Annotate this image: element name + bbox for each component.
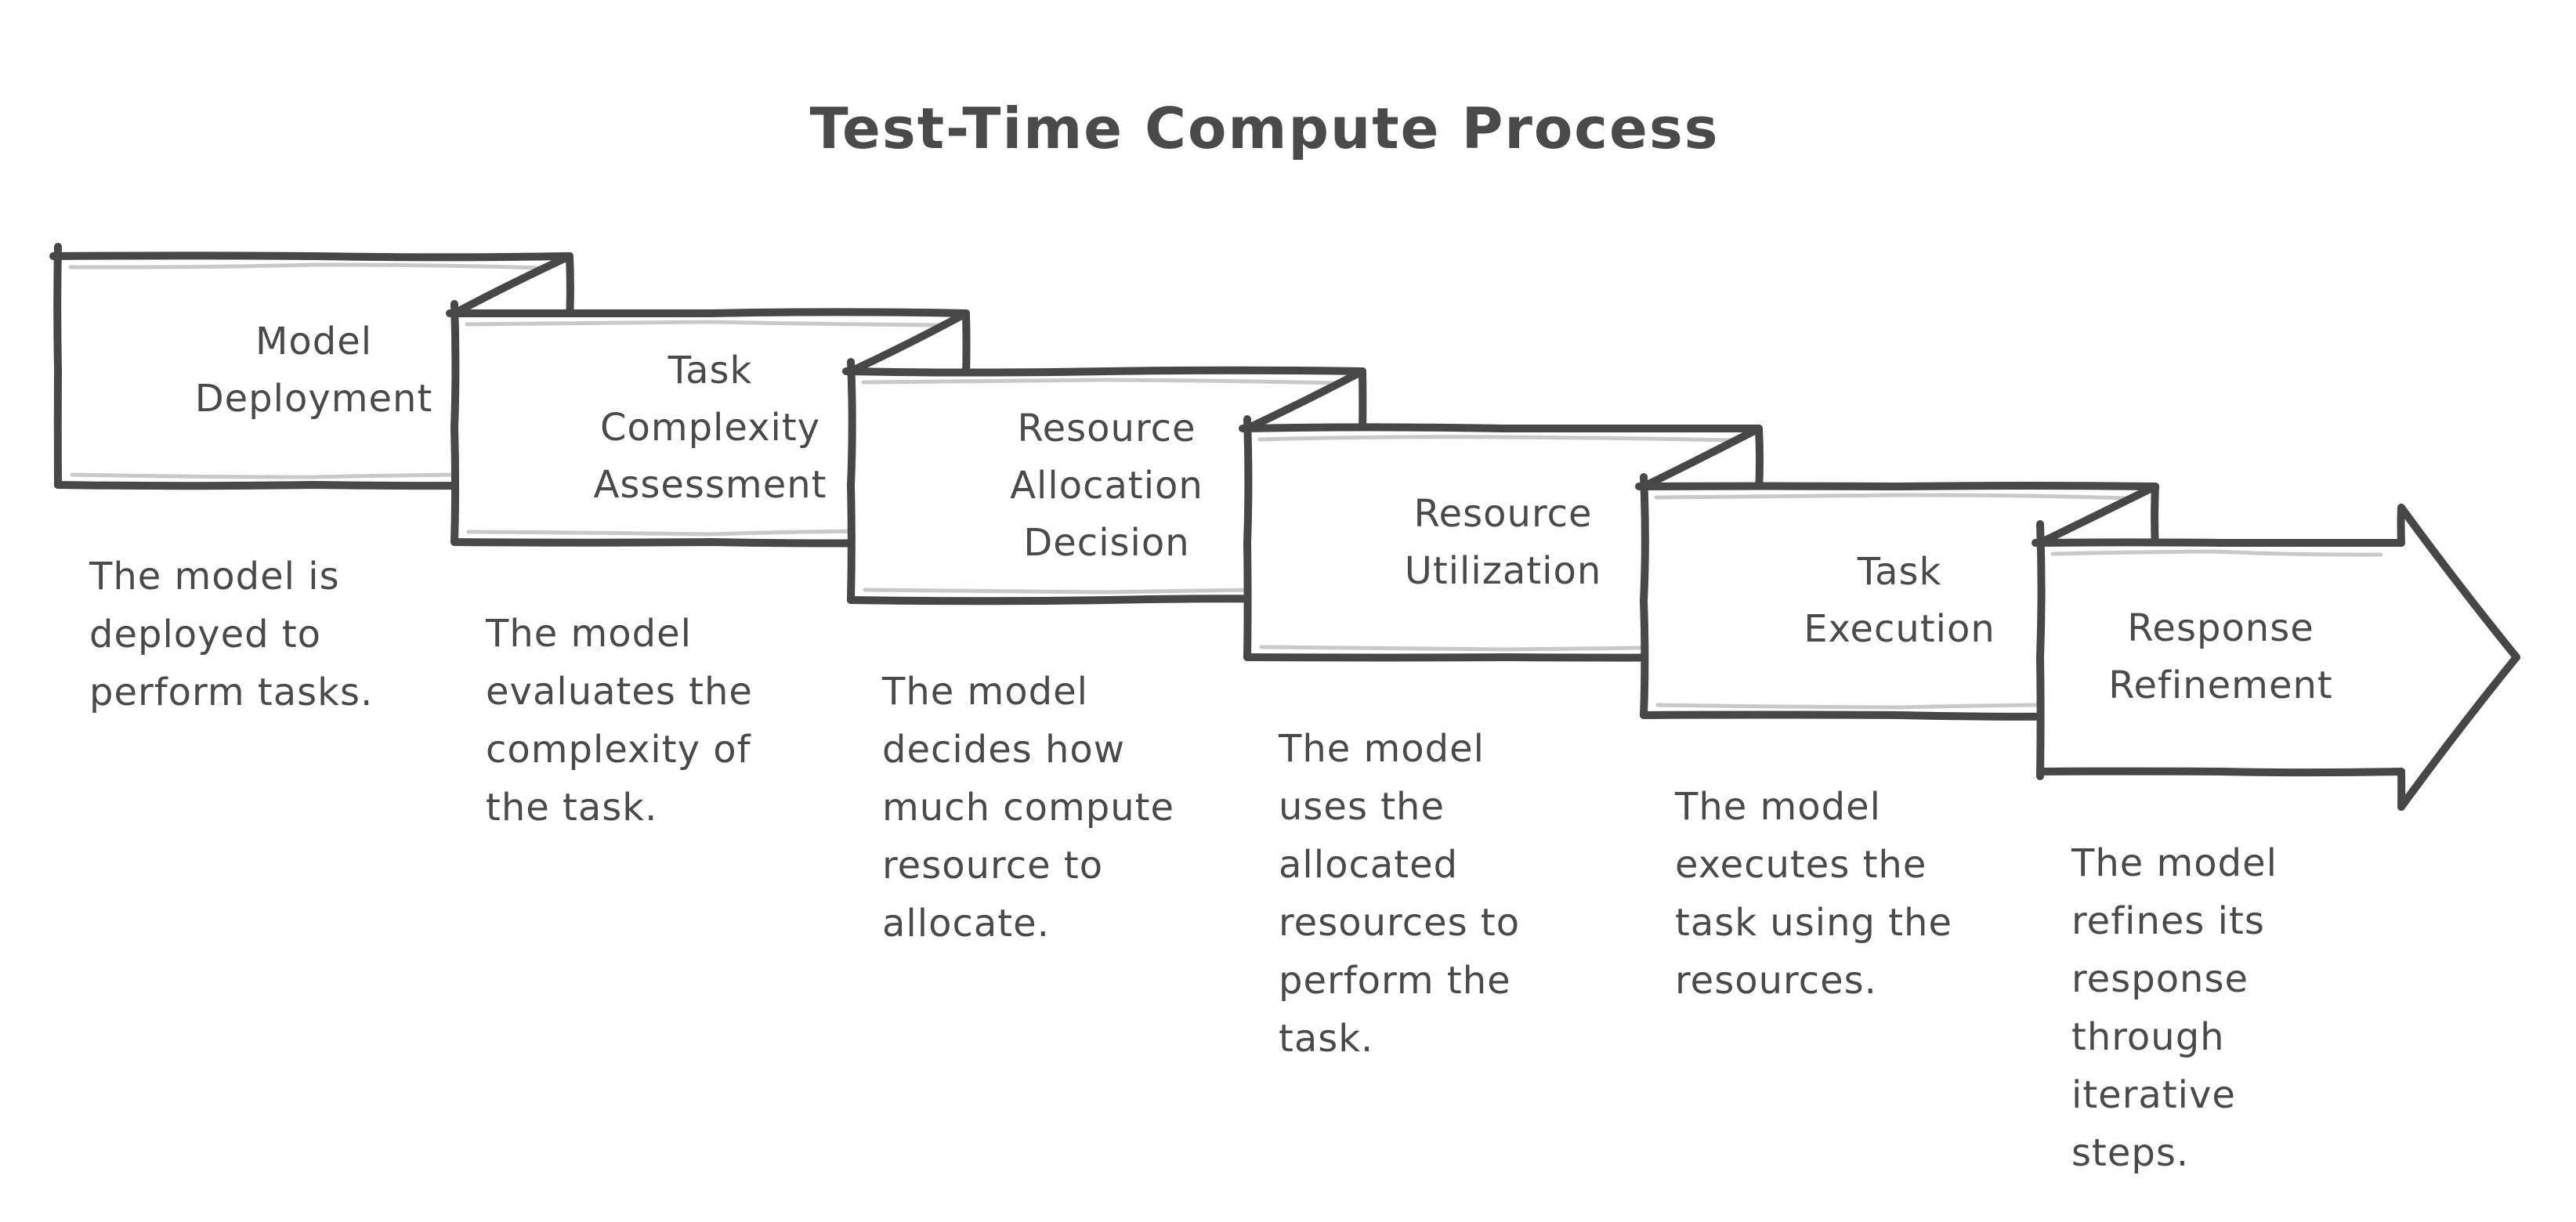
step-description: The model uses the allocated resources to pe… bbox=[1279, 720, 1520, 1068]
step-description-line: the task. bbox=[486, 786, 658, 830]
arrow-head-upper bbox=[2397, 504, 2520, 661]
step-description-line: much compute bbox=[882, 786, 1175, 830]
step-description: The model evaluates the complexity of the t… bbox=[486, 605, 753, 837]
card-title-line: Task bbox=[1857, 550, 1942, 594]
step-description-line: complexity of bbox=[486, 728, 751, 772]
fold-diagonal bbox=[847, 309, 970, 375]
card-left-edge bbox=[1243, 415, 1253, 661]
card-echo-line bbox=[68, 262, 544, 270]
card-title-line: Complexity bbox=[599, 405, 821, 450]
step-description-line: task using the bbox=[1675, 901, 1952, 945]
arrow-top-edge bbox=[2031, 538, 2405, 548]
step-description-line: allocate. bbox=[882, 902, 1050, 945]
card-title-line: Refinement bbox=[2108, 663, 2333, 707]
card-title-line: Assessment bbox=[593, 462, 827, 507]
step-description-line: The model bbox=[486, 612, 692, 656]
card-echo-line bbox=[2050, 549, 2383, 557]
card-top-edge bbox=[49, 251, 573, 262]
arrow-fill bbox=[2040, 508, 2516, 807]
card-title-line: Response bbox=[2127, 606, 2314, 650]
diagram-title: Test-Time Compute Process bbox=[809, 96, 1720, 161]
step-description-line: steps. bbox=[2071, 1131, 2190, 1175]
step-description: The model decides how much compute resource… bbox=[882, 663, 1174, 953]
card-top-edge bbox=[1239, 423, 1763, 432]
card-title-line: Decision bbox=[1023, 520, 1190, 565]
card-title-line: Resource bbox=[1017, 406, 1196, 450]
step-description-line: The model is bbox=[89, 555, 340, 598]
card-left-edge bbox=[450, 300, 460, 546]
card-left-edge bbox=[1640, 473, 1649, 719]
card-top-edge bbox=[842, 366, 1366, 377]
card-echo-line bbox=[861, 378, 1337, 385]
fold-diagonal bbox=[450, 252, 573, 317]
step-description-line: resources. bbox=[1675, 959, 1877, 1003]
fold-diagonal bbox=[1243, 367, 1366, 432]
card-title-line: Model bbox=[255, 320, 373, 363]
card-fold-stub bbox=[962, 309, 971, 381]
step-description-line: resources to bbox=[1279, 901, 1521, 945]
step-description-line: perform the bbox=[1279, 959, 1511, 1003]
card-left-edge bbox=[847, 358, 856, 604]
step-description-line: perform tasks. bbox=[89, 671, 374, 714]
step-card-fill bbox=[454, 313, 966, 542]
card-left-edge bbox=[53, 243, 62, 489]
step-description: The model refines its response through itera… bbox=[2071, 834, 2278, 1182]
card-echo-line bbox=[465, 320, 940, 327]
step-description-line: The model bbox=[1279, 727, 1485, 771]
card-title-line: Deployment bbox=[194, 377, 433, 421]
step-card-fill bbox=[1644, 486, 2155, 715]
step-card-fill bbox=[1247, 428, 1759, 657]
step-description-line: through bbox=[2071, 1015, 2225, 1059]
arrow-head-lower bbox=[2397, 653, 2520, 811]
step-description-line: allocated bbox=[1279, 843, 1459, 887]
step-description-line: response bbox=[2071, 957, 2249, 1001]
step-description-line: executes the bbox=[1675, 843, 1927, 887]
step-description-line: deployed to bbox=[89, 613, 322, 656]
card-title-line: Resource bbox=[1413, 492, 1593, 536]
arrow-bottom-edge bbox=[2036, 767, 2405, 777]
step-description-line: task. bbox=[1279, 1017, 1374, 1061]
card-title-line: Utilization bbox=[1404, 549, 1602, 593]
step-description-line: evaluates the bbox=[486, 670, 753, 714]
step-description-line: iterative bbox=[2071, 1073, 2236, 1117]
step-description-line: The model bbox=[2071, 841, 2278, 885]
card-echo-line bbox=[1257, 435, 1733, 443]
step-description: The model is deployed to perform tasks. bbox=[89, 548, 373, 721]
step-description-line: uses the bbox=[1279, 785, 1445, 829]
card-title-line: Execution bbox=[1804, 607, 1995, 651]
step-description-line: refines its bbox=[2071, 899, 2265, 943]
card-echo-line bbox=[1654, 493, 2129, 501]
step-description: The model executes the task using the resou… bbox=[1675, 778, 1952, 1010]
card-title-line: Task bbox=[668, 348, 753, 392]
step-description-line: decides how bbox=[882, 728, 1126, 772]
step-card-fill bbox=[851, 371, 1362, 600]
fold-diagonal bbox=[1640, 425, 1763, 490]
step-description-line: resource to bbox=[882, 844, 1104, 888]
arrow-left-edge bbox=[2036, 520, 2046, 780]
card-top-edge bbox=[446, 308, 970, 317]
step-card-fill bbox=[58, 256, 570, 485]
fold-diagonal bbox=[2036, 483, 2159, 547]
step-description-line: The model bbox=[1675, 785, 1881, 829]
card-title-line: Allocation bbox=[1010, 463, 1203, 508]
step-description-line: The model bbox=[882, 670, 1088, 714]
